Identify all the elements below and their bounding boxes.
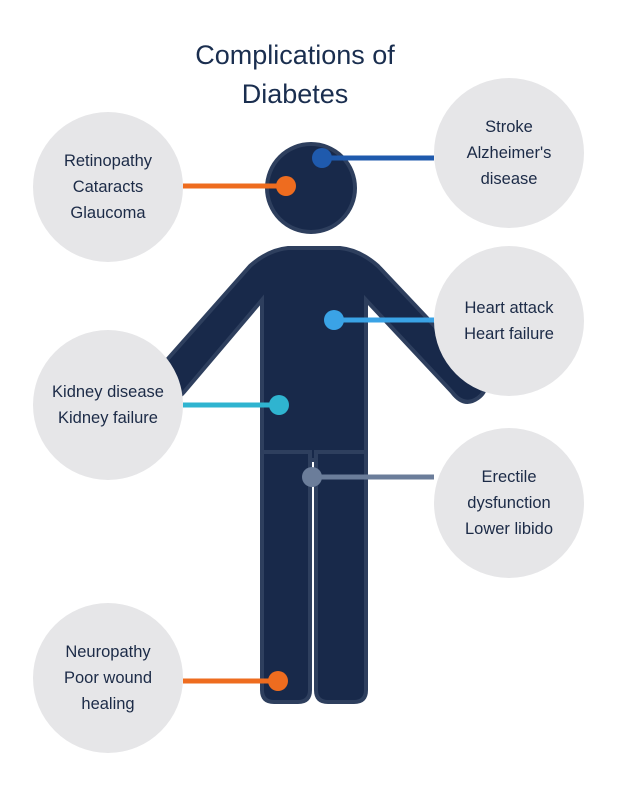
left-leg-shape xyxy=(260,450,312,704)
nerves-line-1: Neuropathy xyxy=(65,643,151,661)
eyes-line-3: Glaucoma xyxy=(70,204,146,222)
kidney-line-2: Kidney failure xyxy=(58,409,158,427)
sexual-line-1: Erectile xyxy=(481,468,537,486)
brain-line-2: Alzheimer's xyxy=(466,144,552,162)
pelvis-marker-icon xyxy=(302,467,322,487)
page-title: Complications of Diabetes xyxy=(160,36,430,114)
heart-line-2: Heart failure xyxy=(464,325,554,343)
title-line-1: Complications of xyxy=(195,40,395,70)
brain-line-3: disease xyxy=(480,170,538,188)
heart-line-1: Heart attack xyxy=(464,299,554,317)
title-line-2: Diabetes xyxy=(241,79,349,109)
eye-marker-icon xyxy=(276,176,296,196)
eyes-complications-bubble: Retinopathy Cataracts Glaucoma xyxy=(33,112,183,262)
nerves-complications-bubble: Neuropathy Poor wound healing xyxy=(33,603,183,753)
eyes-line-2: Cataracts xyxy=(72,178,144,196)
brain-marker-icon xyxy=(312,148,332,168)
human-silhouette-icon xyxy=(150,142,487,704)
nerves-line-3: healing xyxy=(81,695,135,713)
nerves-line-2: Poor wound xyxy=(63,669,153,687)
brain-complications-bubble: Stroke Alzheimer's disease xyxy=(434,78,584,228)
sexual-line-2: dysfunction xyxy=(467,494,551,512)
kidney-complications-bubble: Kidney disease Kidney failure xyxy=(33,330,183,480)
kidney-marker-icon xyxy=(269,395,289,415)
eyes-line-1: Retinopathy xyxy=(63,152,153,170)
torso-arms-shape xyxy=(150,246,487,462)
brain-line-1: Stroke xyxy=(485,118,533,136)
sexual-line-3: Lower libido xyxy=(464,520,554,538)
leg-marker-icon xyxy=(268,671,288,691)
right-leg-shape xyxy=(314,450,368,704)
sexual-complications-bubble: Erectile dysfunction Lower libido xyxy=(434,428,584,578)
heart-marker-icon xyxy=(324,310,344,330)
kidney-line-1: Kidney disease xyxy=(52,383,164,401)
heart-complications-bubble: Heart attack Heart failure xyxy=(434,246,584,396)
